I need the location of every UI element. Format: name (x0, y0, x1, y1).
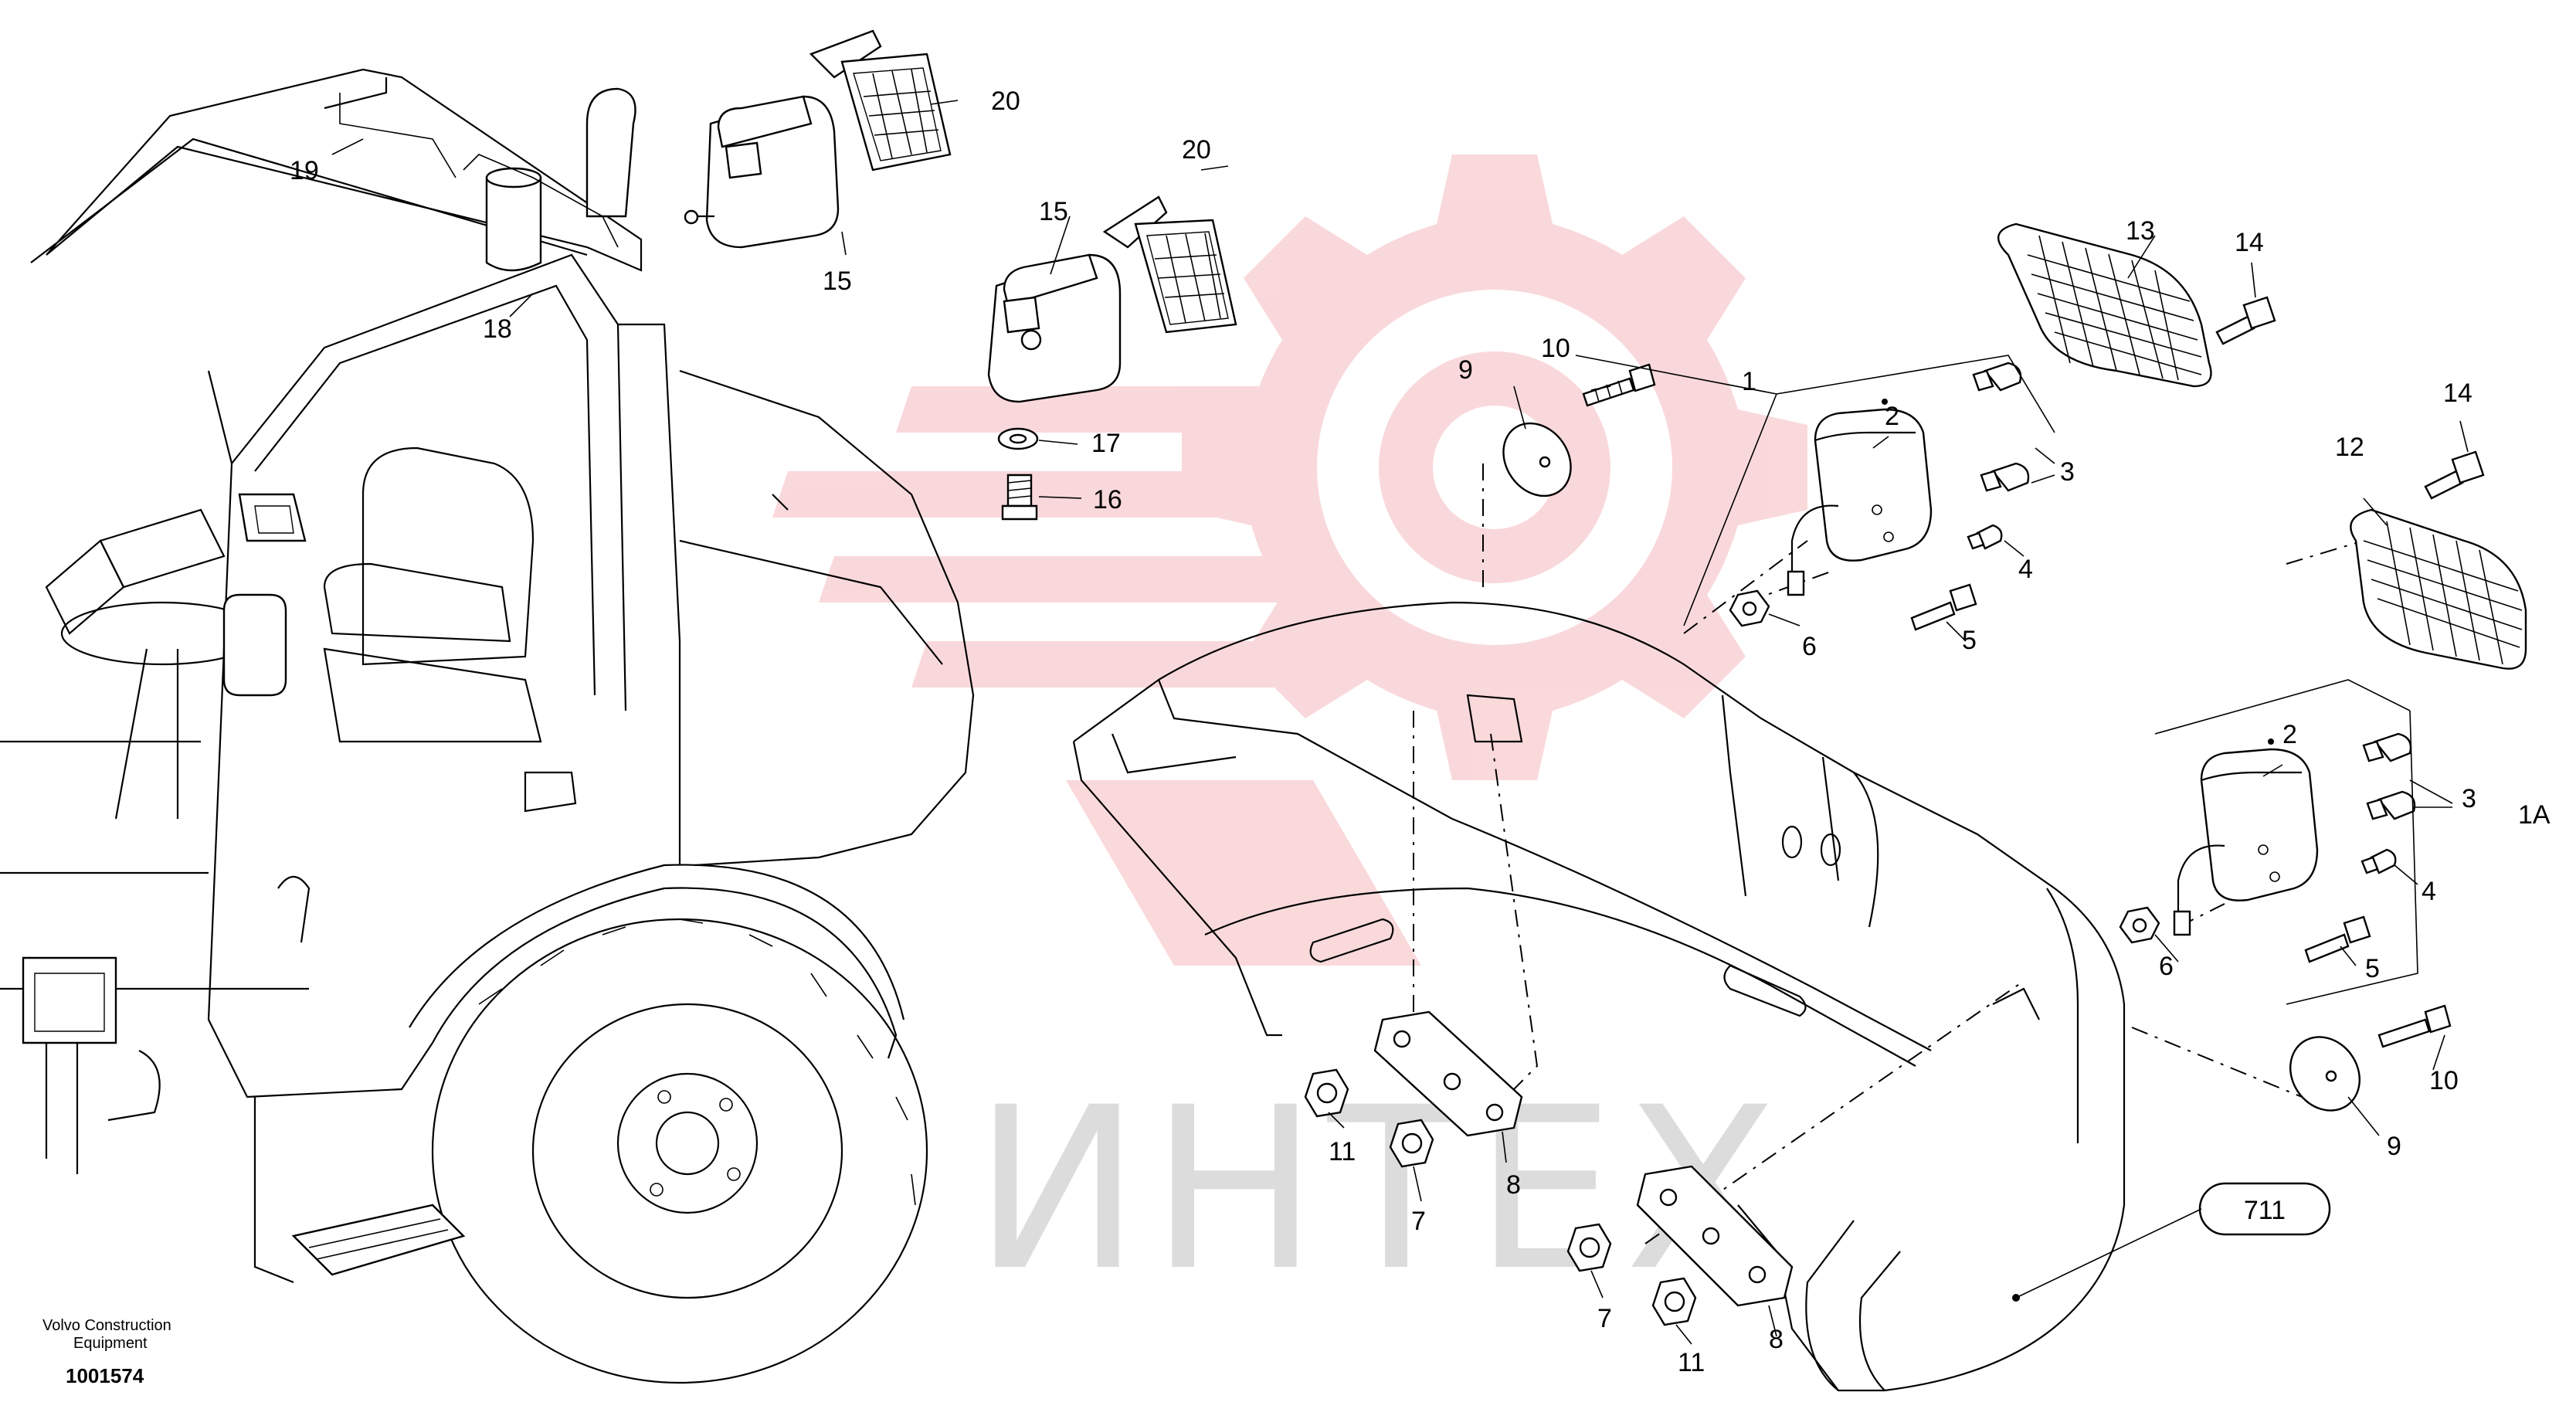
footer-drawing-number: 1001574 (66, 1364, 144, 1387)
nut-7-left (1389, 1119, 1434, 1168)
bulbs-3-upper (1972, 362, 2030, 492)
screw-5-upper (1910, 583, 1977, 631)
front-wheel (431, 918, 928, 1384)
callout-2-lower: 2 (2282, 720, 2297, 749)
callout-7-right: 7 (1597, 1304, 1612, 1333)
work-lamp-15-upper (684, 95, 840, 249)
footer: Volvo Construction Equipment 1001574 (42, 1317, 171, 1387)
bulbs-3-lower (2362, 732, 2416, 820)
callout-3-lower: 3 (2462, 784, 2476, 813)
callout-10-lower: 10 (2429, 1066, 2459, 1095)
watermark-gear-logo (772, 154, 1807, 966)
callout-1A: 1A (2518, 800, 2551, 830)
bolt-14-upper (2215, 296, 2276, 345)
reflector-9-upper (1502, 422, 1572, 497)
callout-4-lower: 4 (2422, 877, 2436, 906)
grille-13 (1997, 222, 2212, 388)
grommet-6-lower (2119, 906, 2160, 944)
bolt-10-upper (1582, 363, 1656, 407)
footer-company-line1: Volvo Construction (42, 1317, 171, 1334)
callout-12: 12 (2335, 433, 2364, 462)
callout-7-left: 7 (1411, 1207, 1426, 1236)
callout-8-right: 8 (1769, 1325, 1784, 1354)
callout-15-lower: 15 (1039, 197, 1068, 226)
watermark-speed-bars (772, 386, 1329, 688)
callout-9-upper: 9 (1458, 355, 1473, 385)
nut-7-right (1566, 1223, 1612, 1272)
bulb-4-lower (2360, 848, 2397, 874)
callout-2-upper: 2 (1885, 402, 1899, 431)
bulb-4-upper (1967, 524, 2003, 550)
reflector-9-lower (2289, 1036, 2360, 1112)
callout-3-upper: 3 (2060, 457, 2075, 487)
callout-20-lower: 20 (1182, 135, 1211, 165)
callout-10-upper: 10 (1541, 334, 1570, 363)
callout-18: 18 (483, 314, 512, 344)
callout-5-lower: 5 (2365, 954, 2380, 983)
lamp-cover-20-lower (1102, 195, 1237, 334)
bracket-1A (2154, 679, 2418, 1005)
callout-19: 19 (290, 156, 319, 185)
bracket-1 (1575, 355, 2055, 626)
nut-11-left (1304, 1068, 1349, 1118)
grommet-6-upper (1729, 589, 1770, 627)
tail-lamp-2-upper (1787, 399, 1933, 596)
callout-9-lower: 9 (2387, 1132, 2401, 1161)
screw-5-lower (2304, 915, 2371, 963)
callout-15-upper: 15 (823, 267, 852, 296)
grille-12 (2350, 508, 2527, 670)
footer-company-line2: Equipment (73, 1335, 148, 1352)
callout-labels: 19 18 15 20 15 20 17 16 9 10 1 2 3 4 5 6… (290, 87, 2551, 1377)
bolt-10-lower (2377, 1004, 2452, 1048)
nut-11-right (1651, 1277, 1697, 1326)
callout-6-upper: 6 (1802, 632, 1817, 661)
work-lamp-15-lower (987, 253, 1122, 403)
plate-8-right (1636, 1165, 1794, 1307)
callout-14-upper: 14 (2235, 228, 2264, 257)
leader-lines (331, 100, 2469, 1345)
callout-8-left: 8 (1506, 1170, 1521, 1200)
callout-11-left: 11 (1329, 1137, 1356, 1166)
callout-13: 13 (2126, 216, 2155, 246)
callout-5-upper: 5 (1962, 626, 1977, 655)
bolt-14-lower (2424, 450, 2485, 500)
callout-1: 1 (1742, 367, 1756, 396)
lamp-cover-20-upper (809, 29, 952, 171)
callout-4-upper: 4 (2018, 555, 2033, 584)
callout-16: 16 (1093, 485, 1122, 514)
callout-6-lower: 6 (2159, 952, 2174, 981)
reference-badge-label: 711 (2244, 1196, 2286, 1225)
reference-badge: 711 (2012, 1182, 2331, 1302)
callout-11-right: 11 (1678, 1348, 1705, 1377)
tail-lamp-2-lower (2173, 738, 2319, 936)
callout-14-lower: 14 (2443, 379, 2472, 408)
counterweight (1072, 601, 2126, 1392)
washer-17 (997, 427, 1039, 450)
machine-outline (0, 68, 975, 1384)
callout-17: 17 (1091, 429, 1121, 458)
plate-8-left (1373, 1010, 1523, 1137)
bolt-16 (1001, 474, 1038, 521)
callout-20-upper: 20 (991, 87, 1020, 116)
